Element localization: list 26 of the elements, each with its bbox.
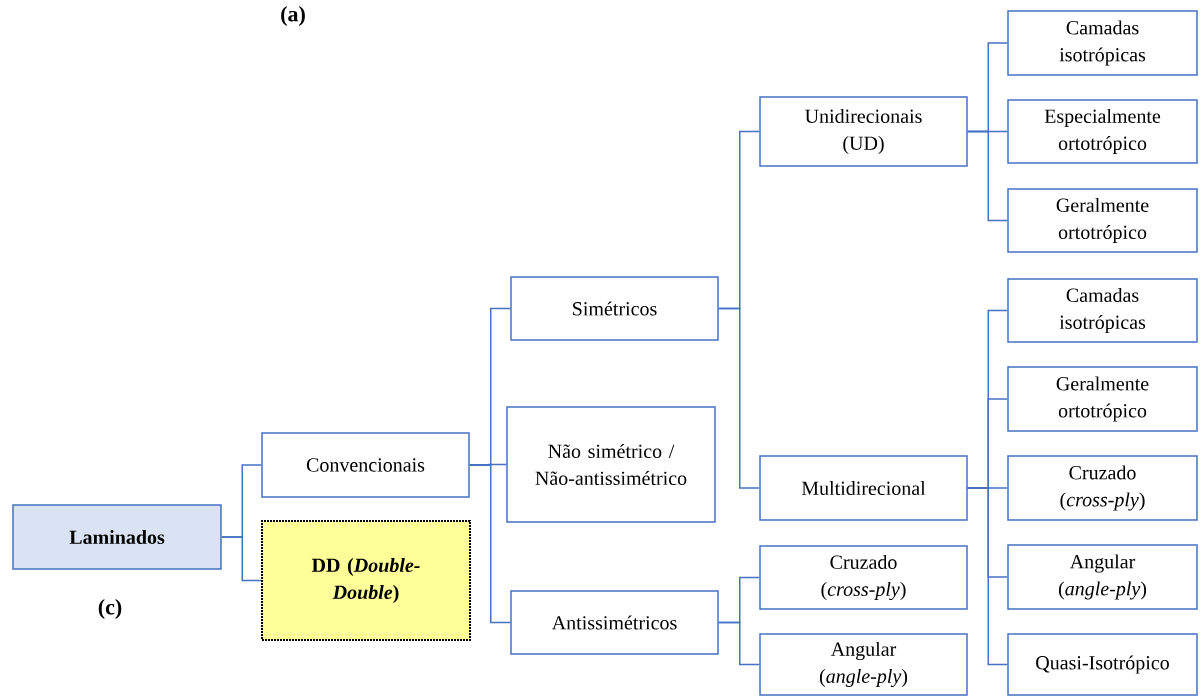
category-box: Unidirecionais (UD) (759, 96, 968, 167)
panel-label: (c) (98, 599, 122, 619)
category-box: Não simétrico / Não-antissimétrico (506, 406, 716, 523)
connector-line (967, 130, 1008, 222)
connector-line (469, 464, 511, 624)
category-box: Geralmente ortotrópico (1007, 366, 1198, 432)
category-box: Geralmente ortotrópico (1007, 188, 1198, 253)
category-box: Antissimétricos (510, 590, 719, 655)
category-box: Convencionais (261, 432, 470, 498)
panel-label: (a) (281, 6, 305, 26)
category-box: Camadas isotrópicas (1007, 278, 1198, 343)
category-box: Cruzado (cross-ply) (1007, 455, 1198, 521)
connector-line (718, 621, 760, 666)
category-box: Angular (angle-ply) (759, 633, 968, 696)
connector-line (967, 487, 1008, 666)
category-box: Quasi-Isotrópico (1007, 633, 1198, 696)
category-box: Multidirecional (759, 455, 968, 521)
category-box: Especialmente ortotrópico (1007, 99, 1198, 164)
category-box: Simétricos (510, 276, 719, 341)
connector-line (718, 307, 760, 489)
category-box: Camadas isotrópicas (1007, 10, 1198, 76)
category-box: Cruzado (cross-ply) (759, 545, 968, 610)
connector-line (221, 536, 262, 582)
root-box: Laminados (12, 504, 222, 570)
category-box: Angular (angle-ply) (1007, 544, 1198, 610)
highlighted-box: DD (Double-Double) (261, 520, 471, 641)
